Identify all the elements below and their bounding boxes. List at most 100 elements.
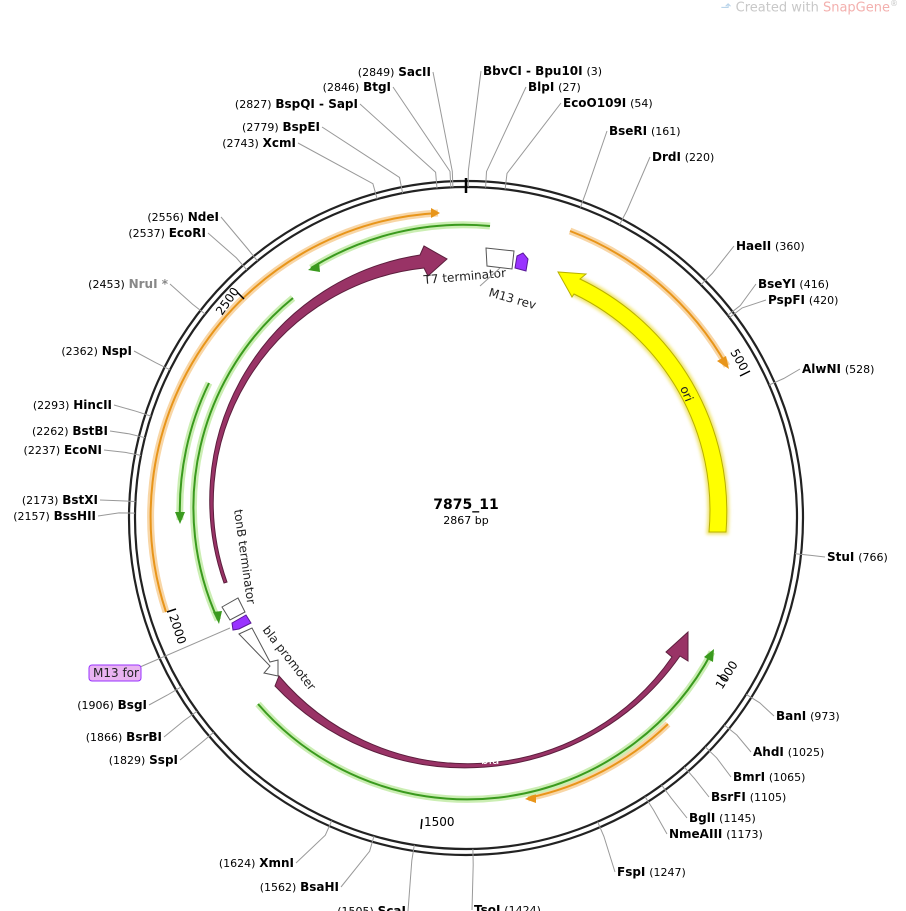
enzyme-label-9[interactable]: DrdI (220) (652, 150, 714, 164)
enzyme-name: BstXI (62, 493, 98, 507)
enzyme-name: SacII (398, 65, 431, 79)
enzyme-label-18[interactable]: BsrFI (1105) (711, 790, 786, 804)
enzyme-name: BmrI (733, 770, 765, 784)
enzyme-name: BtgI (363, 80, 391, 94)
enzyme-label-33[interactable]: (2293) HincII (33, 398, 112, 412)
enzyme-leader-2 (359, 103, 438, 189)
enzyme-position: (1173) (726, 828, 763, 841)
m13-for-leader (139, 627, 231, 668)
feature-ori[interactable]: ori (557, 271, 730, 535)
enzyme-label-32[interactable]: (2262) BstBI (32, 424, 108, 438)
enzyme-label-23[interactable]: (1505) ScaI (337, 904, 406, 911)
tick-500-line (739, 370, 751, 377)
orf-arc-2 (569, 230, 728, 367)
enzyme-label-16[interactable]: AhdI (1025) (753, 745, 824, 759)
enzyme-label-3[interactable]: (2779) BspEI (242, 120, 320, 134)
enzyme-position: (161) (651, 125, 681, 138)
primer-arc-1 (310, 223, 491, 269)
enzyme-label-1[interactable]: (2846) BtgI (323, 80, 391, 94)
tick-1000-label: 1000 (713, 658, 741, 691)
enzyme-label-12[interactable]: PspFI (420) (768, 293, 838, 307)
enzyme-position: (766) (858, 551, 888, 564)
enzyme-label-8[interactable]: BseRI (161) (609, 124, 681, 138)
enzyme-label-30[interactable]: (2173) BstXI (22, 493, 98, 507)
enzyme-label-13[interactable]: AlwNI (528) (802, 362, 874, 376)
enzyme-label-7[interactable]: EcoO109I (54) (563, 96, 653, 110)
bla-label: bla (481, 753, 499, 767)
enzyme-label-22[interactable]: TsoI (1424) (474, 903, 541, 911)
enzyme-label-20[interactable]: NmeAIII (1173) (669, 827, 763, 841)
enzyme-label-17[interactable]: BmrI (1065) (733, 770, 805, 784)
feature-bla[interactable]: bla (274, 630, 689, 769)
feature-t7-terminator[interactable]: T7 terminator (422, 247, 515, 287)
enzyme-position: (2849) (358, 66, 395, 79)
m13-rev-arrow (514, 252, 529, 272)
enzyme-leader-34 (133, 350, 171, 371)
enzyme-label-15[interactable]: BanI (973) (776, 709, 840, 723)
enzyme-label-10[interactable]: HaeII (360) (736, 239, 805, 253)
primer-arrow-1 (308, 262, 320, 272)
primer-arrow-4 (704, 649, 714, 662)
enzyme-position: (2453) (88, 278, 125, 291)
enzyme-label-0[interactable]: (2849) SacII (358, 65, 431, 79)
enzyme-position: (360) (775, 240, 805, 253)
feature-m13-for[interactable]: M13 for (88, 614, 252, 682)
enzyme-position: (1829) (109, 754, 146, 767)
enzyme-position: (2262) (32, 425, 69, 438)
enzyme-label-19[interactable]: BglI (1145) (689, 811, 756, 825)
enzyme-label-11[interactable]: BseYI (416) (758, 277, 829, 291)
enzyme-position: (2293) (33, 399, 70, 412)
enzyme-label-5[interactable]: BbvCI - Bpu10I (3) (483, 64, 602, 78)
enzyme-label-34[interactable]: (2362) NspI (61, 344, 132, 358)
bla-arrow (274, 630, 689, 769)
primer-arc-4 (257, 651, 713, 801)
enzyme-label-21[interactable]: FspI (1247) (617, 865, 686, 879)
enzyme-label-27[interactable]: (1866) BsrBI (86, 730, 162, 744)
tick-1000-line (716, 674, 728, 681)
enzyme-label-29[interactable]: (2157) BssHII (13, 509, 96, 523)
enzyme-leader-27 (163, 710, 198, 738)
enzyme-label-26[interactable]: (1829) SspI (109, 753, 178, 767)
enzyme-label-31[interactable]: (2237) EcoNI (24, 443, 102, 457)
enzyme-leaders (97, 70, 826, 911)
enzyme-position: (2237) (24, 444, 61, 457)
enzyme-label-37[interactable]: (2556) NdeI (147, 210, 219, 224)
enzyme-name: FspI (617, 865, 645, 879)
enzyme-leader-29 (97, 512, 136, 517)
enzyme-position: (1624) (219, 857, 256, 870)
enzyme-label-28[interactable]: (1906) BsgI (77, 698, 147, 712)
enzyme-label-6[interactable]: BlpI (27) (528, 80, 581, 94)
enzyme-name: SspI (149, 753, 178, 767)
enzyme-position: (2537) (128, 227, 165, 240)
tick-1500-label: 1500 (424, 815, 455, 829)
feature-tonb-terminator[interactable]: tonB terminator (221, 508, 258, 621)
tick-2500-line (236, 291, 245, 300)
enzyme-label-24[interactable]: (1562) BsaHI (260, 880, 339, 894)
enzyme-leader-8 (579, 130, 608, 208)
tick-1500-line (420, 818, 423, 830)
enzyme-leader-36 (207, 232, 248, 271)
enzyme-label-4[interactable]: (2743) XcmI (222, 136, 296, 150)
enzyme-label-36[interactable]: (2537) EcoRI (128, 226, 206, 240)
enzyme-name: EcoNI (64, 443, 102, 457)
enzyme-leader-21 (597, 821, 616, 873)
enzyme-label-14[interactable]: StuI (766) (827, 550, 888, 564)
enzyme-name: EcoO109I (563, 96, 626, 110)
bla-promoter-arrow (238, 627, 279, 677)
credit-logo-icon: ⬏ (720, 0, 732, 16)
enzyme-leader-26 (179, 731, 215, 761)
enzyme-leader-28 (148, 686, 182, 706)
enzyme-label-25[interactable]: (1624) XmnI (219, 856, 294, 870)
enzyme-name: BseYI (758, 277, 796, 291)
t7-leader (479, 267, 501, 287)
enzyme-position: (1906) (77, 699, 114, 712)
enzyme-name: XcmI (263, 136, 296, 150)
enzyme-label-35[interactable]: (2453) NruI * (88, 277, 169, 291)
enzyme-leader-7 (504, 102, 562, 190)
enzyme-position: (1247) (649, 866, 686, 879)
enzyme-leader-33 (113, 404, 152, 417)
enzyme-label-2[interactable]: (2827) BspQI - SapI (235, 97, 358, 111)
enzyme-name: BlpI (528, 80, 554, 94)
enzyme-name: HaeII (736, 239, 771, 253)
